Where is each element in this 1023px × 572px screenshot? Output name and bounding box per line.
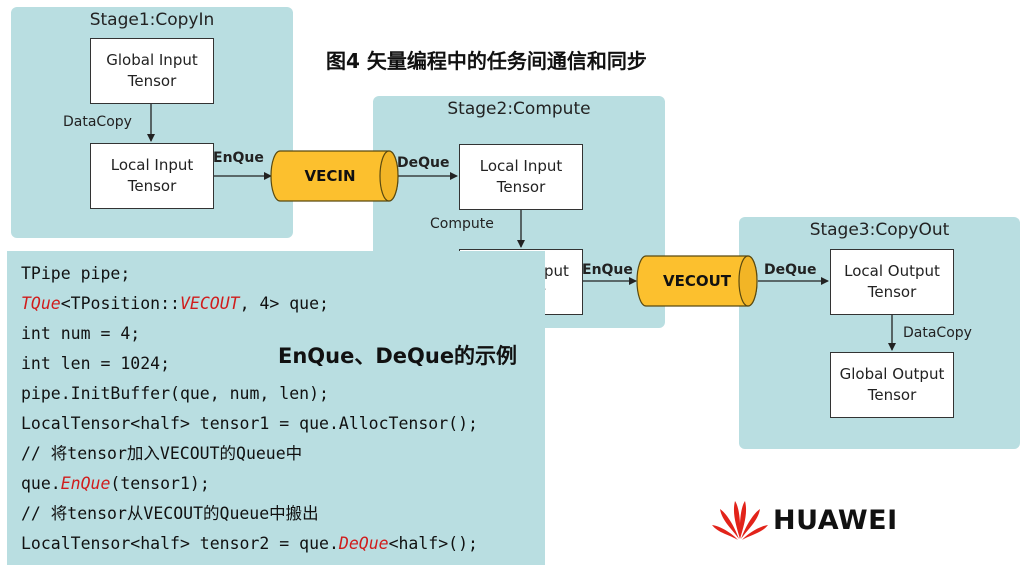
vecout-deque-label: DeQue (764, 262, 817, 278)
vecout-enque-label: EnQue (582, 262, 633, 278)
stage1-datacopy-label: DataCopy (63, 114, 132, 130)
vecout-queue-label: VECOUT (662, 272, 732, 290)
stage1-global-input-box: Global Input Tensor (90, 38, 214, 104)
stage3-global-output-box: Global Output Tensor (830, 352, 954, 418)
vecin-queue-label: VECIN (304, 167, 356, 185)
code-line-5: pipe.InitBuffer(que, num, len); (21, 384, 329, 403)
code-line-7: // 将tensor加入VECOUT的Queue中 (21, 444, 303, 463)
code-example-panel: TPipe pipe; TQue<TPosition::VECOUT, 4> q… (7, 251, 545, 565)
code-line-8: que.EnQue(tensor1); (21, 474, 210, 493)
code-line-1: TPipe pipe; (21, 264, 131, 283)
code-line-2: TQue<TPosition::VECOUT, 4> que; (21, 294, 329, 313)
huawei-brand-name: HUAWEI (773, 505, 898, 536)
stage2-local-input-box: Local Input Tensor (459, 144, 583, 210)
huawei-logo-icon (712, 501, 768, 540)
code-line-9: // 将tensor从VECOUT的Queue中搬出 (21, 504, 319, 523)
stage2-title: Stage2:Compute (447, 99, 591, 119)
code-line-6: LocalTensor<half> tensor1 = que.AllocTen… (21, 414, 478, 433)
code-line-10: LocalTensor<half> tensor2 = que.DeQue<ha… (21, 534, 478, 553)
code-line-4: int len = 1024; (21, 354, 171, 373)
vecin-enque-label: EnQue (213, 150, 264, 166)
stage2-compute-label: Compute (430, 216, 494, 232)
stage1-local-input-box: Local Input Tensor (90, 143, 214, 209)
stage3-datacopy-label: DataCopy (903, 325, 972, 341)
example-title: EnQue、DeQue的示例 (278, 344, 518, 368)
stage1-title: Stage1:CopyIn (89, 10, 215, 30)
stage3-title: Stage3:CopyOut (809, 220, 950, 240)
stage3-local-output-box: Local Output Tensor (830, 249, 954, 315)
code-line-3: int num = 4; (21, 324, 141, 343)
figure-title: 图4 矢量编程中的任务间通信和同步 (326, 49, 647, 73)
vecin-deque-label: DeQue (397, 155, 450, 171)
